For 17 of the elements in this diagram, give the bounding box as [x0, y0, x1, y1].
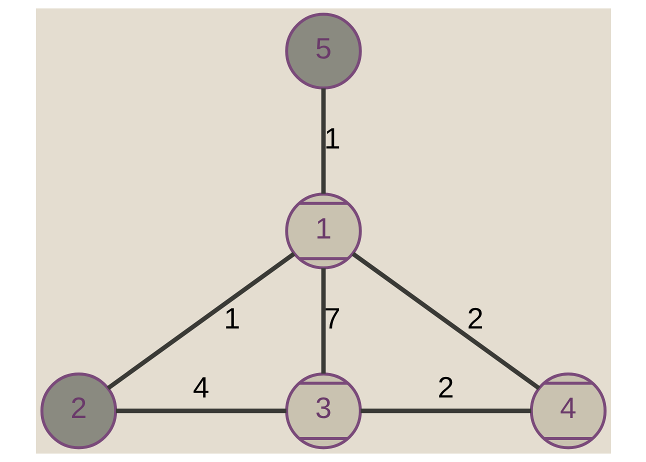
edge-label: 2: [437, 372, 454, 405]
node-circle: 3: [284, 372, 362, 450]
edge-label: 7: [324, 302, 340, 336]
connector: [320, 268, 326, 374]
node-circle: 2: [40, 372, 117, 450]
edge-label: 2: [466, 302, 484, 336]
edge-label: 1: [324, 122, 340, 156]
connector: [106, 252, 295, 390]
node-circle: 4: [529, 372, 606, 450]
connector: [351, 252, 540, 390]
edge-label: 1: [223, 302, 240, 336]
connector: [115, 408, 286, 414]
node-circle: 1: [284, 192, 362, 270]
connector: [360, 408, 531, 414]
edge-label: 4: [192, 372, 209, 405]
node-circle: 5: [284, 12, 362, 90]
connector: [320, 88, 326, 194]
